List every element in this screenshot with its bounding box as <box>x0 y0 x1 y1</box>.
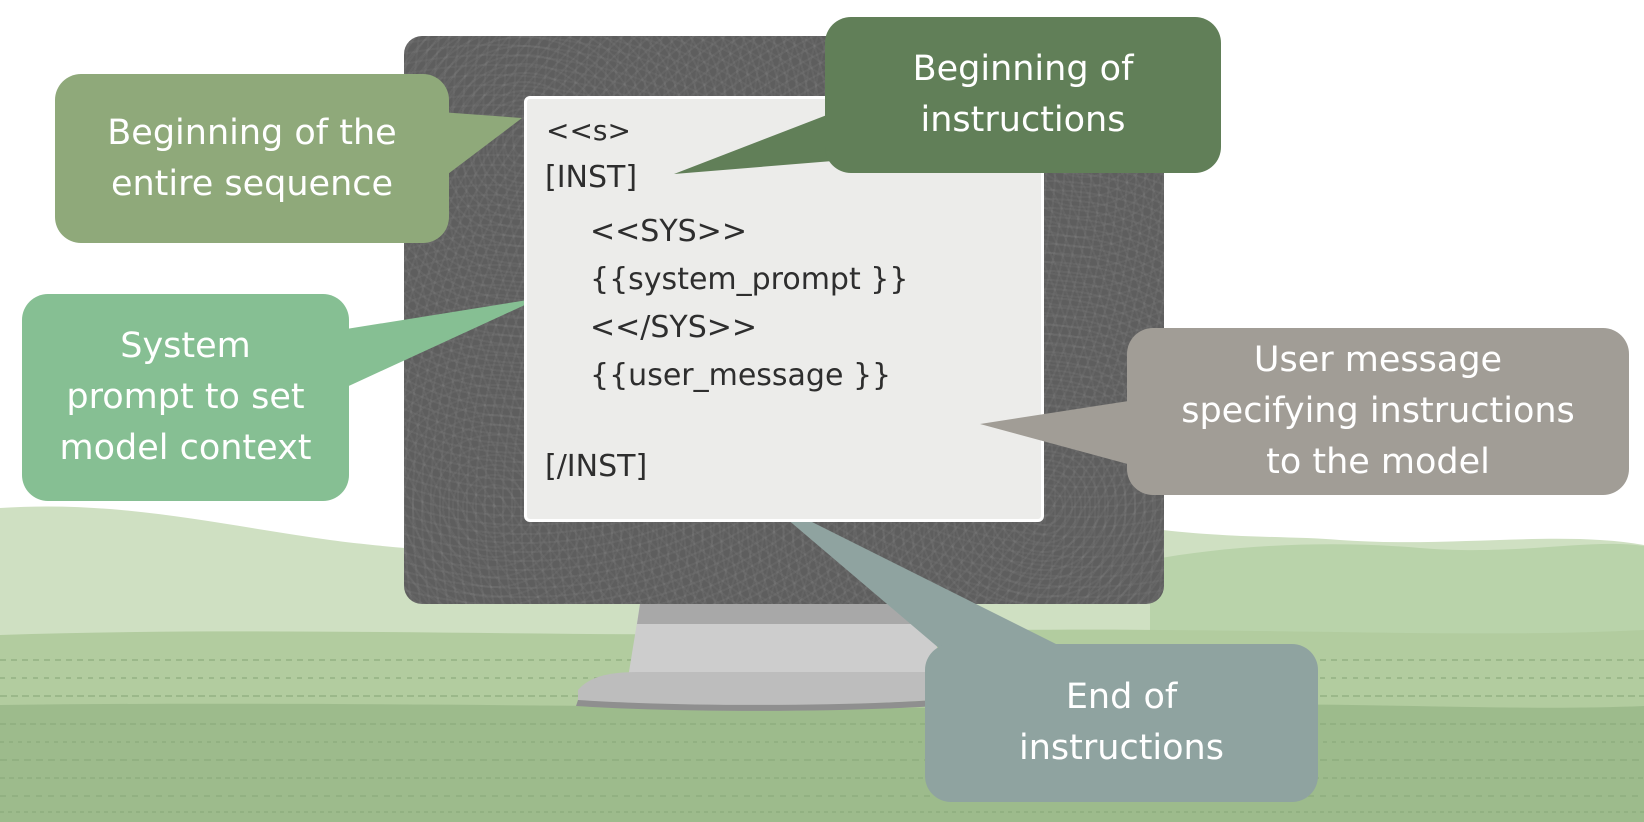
callout-beginning-of-sequence: Beginning of the entire sequence <box>55 74 449 243</box>
pointer-system <box>340 298 540 390</box>
callout-instructions-line1: Beginning of <box>912 49 1134 89</box>
callout-system-prompt: System prompt to set model context <box>22 294 349 501</box>
callout-user-line1: User message <box>1253 340 1503 380</box>
callout-user-line3: to the model <box>1266 442 1490 482</box>
callout-system-line3: model context <box>59 428 312 468</box>
callout-system-line1: System <box>120 326 251 366</box>
pointer-user <box>980 400 1135 466</box>
stand-base-edge <box>576 696 980 711</box>
monitor-stand <box>576 604 980 711</box>
pointer-sequence <box>440 112 522 180</box>
code-sys-open: <<SYS>> <box>590 214 747 249</box>
callout-end-line2: instructions <box>1019 728 1224 768</box>
callout-end-of-instructions: End of instructions <box>925 644 1318 802</box>
callout-user-message: User message specifying instructions to … <box>1127 328 1629 495</box>
code-system-prompt: {{system_prompt }} <box>590 262 909 297</box>
grass-texture <box>0 659 1644 813</box>
code-inst-open: [INST] <box>545 160 638 195</box>
callout-end-line1: End of <box>1065 677 1178 717</box>
pointer-instructions <box>674 108 845 174</box>
callout-sequence-line1: Beginning of the <box>107 112 397 153</box>
callout-beginning-of-instructions: Beginning of instructions <box>825 17 1221 173</box>
stand-base <box>578 672 978 706</box>
code-inst-close: [/INST] <box>545 449 648 484</box>
callout-sequence-line2: entire sequence <box>110 163 394 204</box>
code-sys-close: <</SYS>> <box>590 310 758 345</box>
stand-neck-shade <box>637 604 933 624</box>
code-bos-token: <<s> <box>546 114 631 147</box>
callout-instructions-line2: instructions <box>920 100 1126 140</box>
callout-user-line2: specifying instructions <box>1181 391 1575 431</box>
code-user-message: {{user_message }} <box>590 358 892 393</box>
callout-system-line2: prompt to set <box>66 377 305 417</box>
